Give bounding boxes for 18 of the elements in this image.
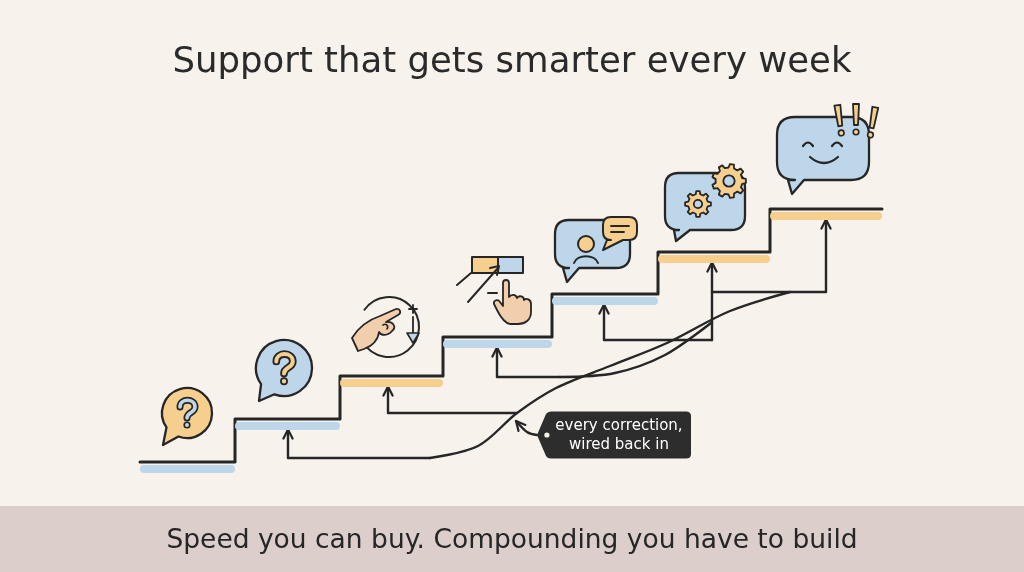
tag-text: every correction, wired back in <box>554 416 684 454</box>
feedback-arrow <box>382 385 519 415</box>
label-tag <box>537 411 691 459</box>
stair-step <box>443 339 552 348</box>
feedback-arrow <box>706 261 718 342</box>
caption: Speed you can buy. Compounding you have to build <box>166 522 858 556</box>
feedback-arrow <box>491 346 562 379</box>
feedback-arrow <box>598 303 714 342</box>
stair-step <box>140 464 235 473</box>
title: Support that gets smarter every week <box>172 39 852 81</box>
feedback-arrow <box>282 428 432 460</box>
feedback-arrow <box>710 218 832 294</box>
stair-step <box>658 254 770 263</box>
stair-step <box>552 296 658 305</box>
stair-step <box>340 378 443 387</box>
leader-arrow <box>514 419 539 437</box>
stair-step <box>770 211 882 220</box>
stair-step <box>235 421 340 430</box>
